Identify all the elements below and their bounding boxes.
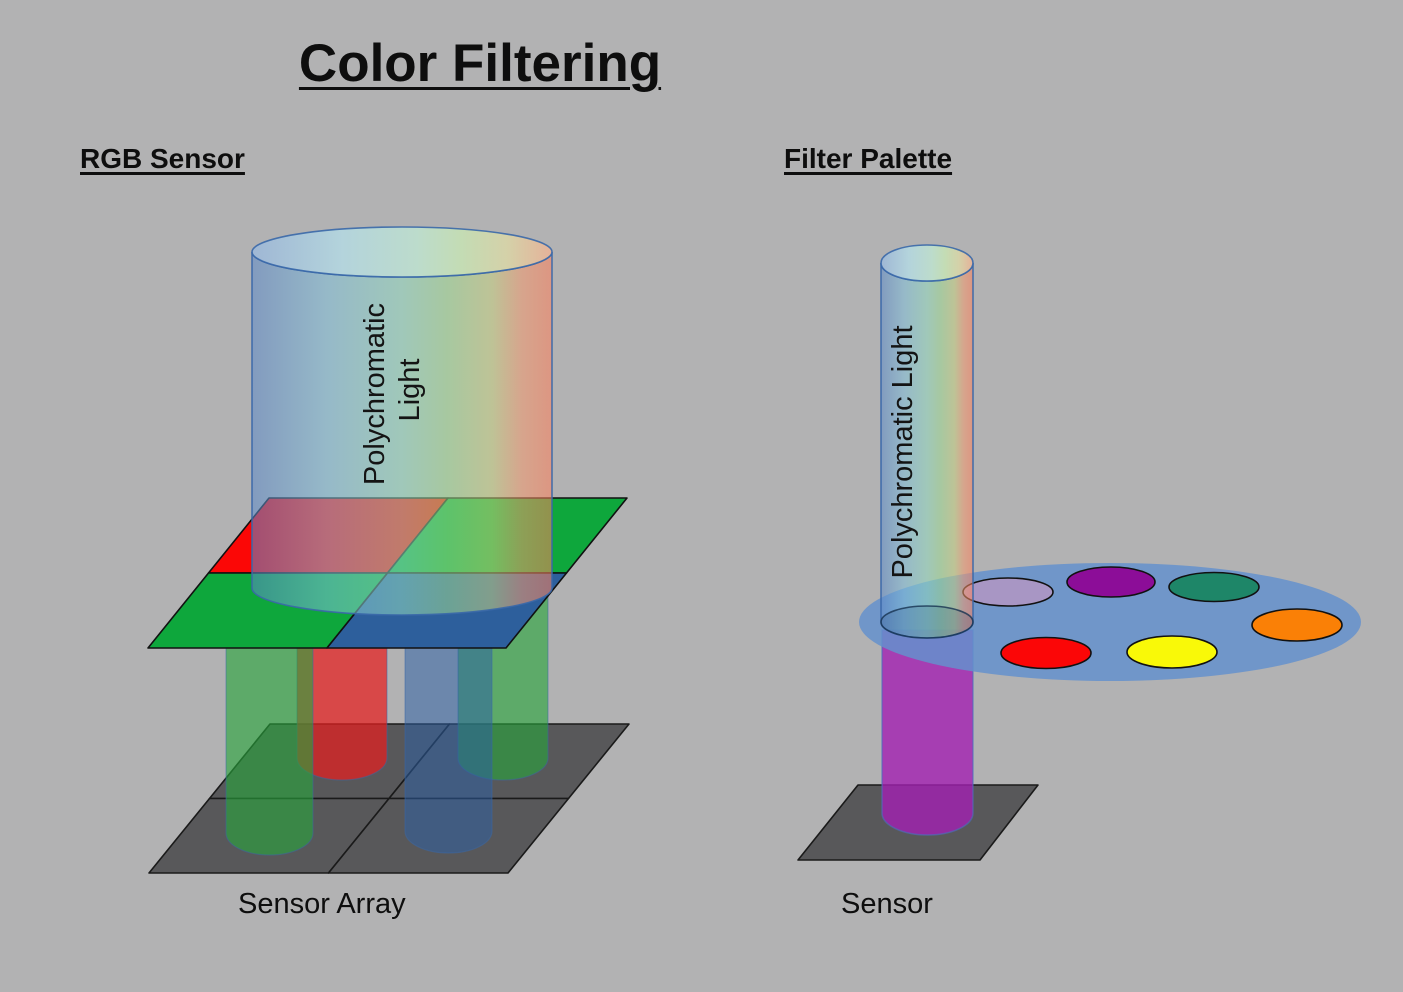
palette-well-purple (1066, 566, 1156, 598)
palette-well-lavender (962, 577, 1054, 607)
palette-well-orange (1251, 608, 1343, 642)
light-beam-green-front-left (225, 599, 314, 856)
polychromatic-cylinder-top-right (880, 244, 974, 282)
heading-filter-palette: Filter Palette (784, 143, 953, 174)
palette-well-teal (1168, 571, 1260, 603)
palette-aperture (880, 605, 974, 639)
light-beam-purple (881, 629, 974, 836)
sensor-array (148, 723, 630, 874)
palette-well-yellow (1126, 635, 1218, 669)
sensor-label: Sensor (841, 888, 933, 920)
light-beam-blue (404, 599, 493, 854)
polychromatic-cylinder-body-left (251, 251, 553, 616)
polychromatic-cylinder-top-left (251, 226, 553, 278)
polychromatic-light-label-right: Polychromatic Light (887, 325, 919, 578)
polychromatic-light-label-left: Polychromatic Light (359, 295, 426, 485)
palette-well-red (1000, 636, 1092, 670)
heading-rgb-sensor: RGB Sensor (80, 143, 245, 174)
page-title: Color Filtering (298, 34, 662, 93)
sensor-array-label: Sensor Array (238, 888, 406, 920)
palette-wells (962, 566, 1343, 670)
